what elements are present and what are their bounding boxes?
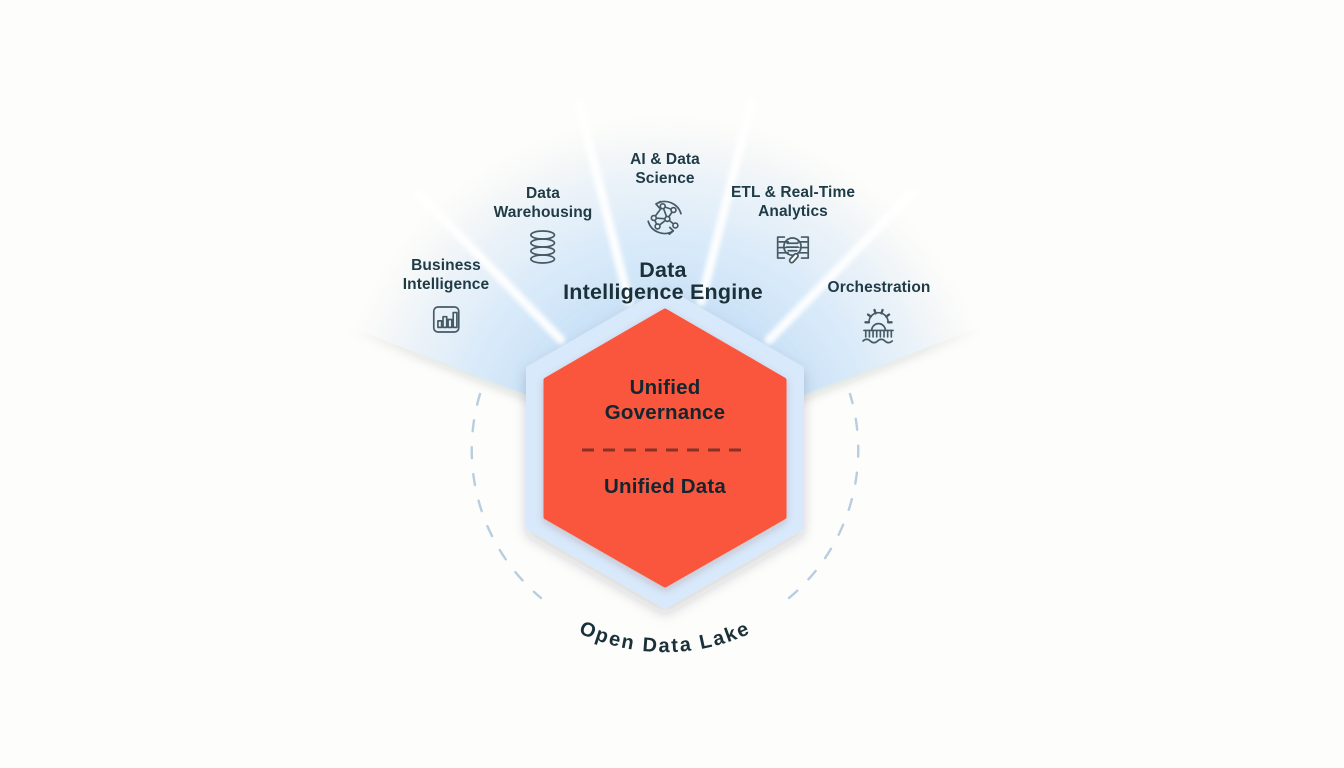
- fan-ray-right-outer: [764, 188, 917, 345]
- workload-data-warehousing: Data Warehousing: [494, 184, 593, 267]
- engine-title-line2: Intelligence Engine: [563, 279, 763, 304]
- bar-chart-icon: [432, 306, 460, 333]
- open-data-lake-circle: [470, 392, 860, 600]
- workload-etl-realtime-analytics: ETL & Real-Time Analytics: [731, 183, 855, 270]
- fan-sector-shape: [343, 102, 987, 448]
- engine-title-line1: Data: [639, 258, 687, 282]
- workload-label-line1: AI & Data: [630, 151, 700, 168]
- dashed-arc-left: [470, 392, 543, 600]
- network-cycle-icon: [647, 200, 683, 236]
- workload-label-line2: Analytics: [758, 203, 828, 220]
- workload-label-line2: Warehousing: [493, 204, 593, 221]
- workload-label-line1: Data: [525, 185, 560, 202]
- workload-orchestration: Orchestration: [828, 278, 931, 346]
- workload-label-line1: Orchestration: [827, 279, 931, 296]
- hexagon-governance-label: Unified Governance: [604, 376, 726, 424]
- workload-label-line1: Business: [411, 257, 481, 274]
- fan-ray-left-outer: [413, 188, 566, 345]
- hexagon-data-label: Unified Data: [604, 475, 726, 498]
- database-icon: [530, 230, 556, 264]
- fan-ray-right-inner: [696, 99, 756, 307]
- unified-hexagon: [543, 308, 787, 588]
- pipeline-magnifier-icon: [776, 236, 810, 264]
- gear-bridge-icon: [862, 308, 895, 344]
- open-data-lake-label: Open Data Lake: [576, 617, 754, 657]
- engine-title: Data Intelligence Engine: [563, 258, 763, 304]
- workload-business-intelligence: Business Intelligence: [403, 256, 489, 338]
- fan-divider-rays: [413, 99, 917, 345]
- workload-label-line1: ETL & Real-Time: [730, 184, 856, 201]
- fan-ray-left-inner: [574, 99, 634, 307]
- fan-glow: [343, 99, 987, 448]
- workload-label-line2: Science: [635, 170, 695, 187]
- workload-label-line2: Intelligence: [402, 276, 490, 293]
- dashed-arc-right: [787, 392, 860, 600]
- workload-ai-data-science: AI & Data Science: [630, 150, 700, 240]
